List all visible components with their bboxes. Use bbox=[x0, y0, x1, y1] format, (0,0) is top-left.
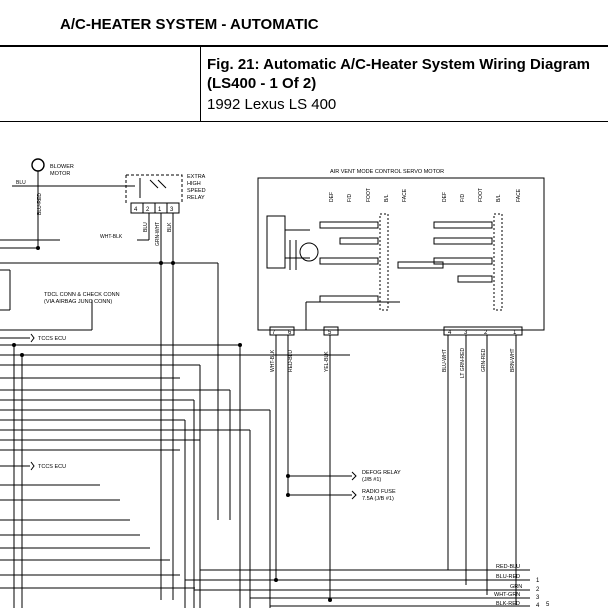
servo-right-mode-foot: FOOT bbox=[478, 188, 484, 202]
servo-left-mode-bl: B/L bbox=[384, 194, 390, 202]
relay-label-3: SPEED bbox=[187, 188, 206, 194]
blower-motor-label-2: MOTOR bbox=[50, 171, 70, 177]
vehicle-label: 1992 Lexus LS 400 bbox=[207, 96, 337, 113]
bus-wire-3-num: 3 bbox=[536, 595, 540, 601]
servo-left-mode-fd: F/D bbox=[347, 194, 353, 202]
bus-wire-4-num: 4 bbox=[536, 603, 540, 608]
air-vent-servo-motor bbox=[257, 177, 545, 331]
servo-pin-4: 4 bbox=[448, 330, 452, 336]
section-title: A/C-HEATER SYSTEM - AUTOMATIC bbox=[60, 16, 319, 33]
bus-extra-num: 5 bbox=[546, 602, 550, 608]
bus-wire-0: RED-BLU bbox=[496, 564, 520, 570]
servo-right-mode-face: FACE bbox=[516, 188, 522, 202]
servo-wire-6: RED-BLU bbox=[288, 350, 294, 372]
bus-wire-3: WHT-GRN bbox=[494, 592, 520, 598]
servo-left-mode-foot: FOOT bbox=[366, 188, 372, 202]
blower-motor-label-1: BLOWER bbox=[50, 164, 74, 170]
servo-wire-7: WHT-BLK bbox=[270, 349, 276, 372]
tdcl-label-2: (VIA AIRBAG JUNC CONN) bbox=[44, 299, 112, 305]
servo-pin-6: 6 bbox=[288, 330, 292, 336]
servo-wire-5: YEL-BLK bbox=[324, 351, 330, 372]
extra-high-speed-relay bbox=[125, 174, 183, 600]
header-rule-top bbox=[0, 45, 608, 47]
relay-side-wire: WHT-BLK bbox=[100, 234, 123, 240]
servo-title: AIR VENT MODE CONTROL SERVO MOTOR bbox=[330, 169, 444, 175]
blower-wire2-label: BLU-RED bbox=[37, 193, 43, 215]
blower-wire-label: BLU bbox=[16, 180, 26, 186]
figure-title-line1: Fig. 21: Automatic A/C-Heater System Wir… bbox=[207, 56, 590, 73]
tdcl-label-1: TDCL CONN & CHECK CONN bbox=[44, 292, 120, 298]
bus-wire-2-num: 2 bbox=[536, 587, 540, 593]
servo-left-mode-face: FACE bbox=[402, 188, 408, 202]
servo-wire-2: GRN-RED bbox=[481, 348, 487, 372]
relay-label-4: RELAY bbox=[187, 195, 205, 201]
servo-pin-5: 5 bbox=[328, 330, 332, 336]
servo-wire-1: BRN-WHT bbox=[510, 348, 516, 372]
servo-left-mode-def: DEF bbox=[329, 192, 335, 202]
defog-relay-label-2: (J/B #1) bbox=[362, 477, 381, 483]
relay-label-1: EXTRA bbox=[187, 174, 206, 180]
defog-relay-label-1: DEFOG RELAY bbox=[362, 470, 401, 476]
servo-wire-3: LT GRN-RED bbox=[460, 348, 466, 378]
servo-right-mode-bl: B/L bbox=[496, 194, 502, 202]
tdcl-connector bbox=[0, 300, 93, 331]
relay-pin-4: 4 bbox=[134, 207, 138, 213]
servo-right-mode-fd: F/D bbox=[460, 194, 466, 202]
servo-right-mode-def: DEF bbox=[442, 192, 448, 202]
tccs-ecu-label-2: TCCS ECU bbox=[38, 464, 66, 470]
bus-wire-4: BLK-RED bbox=[496, 601, 520, 607]
relay-pin-3: 3 bbox=[170, 207, 174, 213]
relay-label-2: HIGH bbox=[187, 181, 201, 187]
servo-pin-3: 3 bbox=[464, 330, 468, 336]
radio-fuse-label-1: RADIO FUSE bbox=[362, 489, 396, 495]
header-left-cell bbox=[0, 47, 201, 121]
servo-pin-2: 2 bbox=[484, 330, 488, 336]
relay-wire-3: BLK bbox=[167, 222, 173, 232]
bus-wire-2: GRN bbox=[510, 584, 522, 590]
bus-wire-1-num: 1 bbox=[536, 578, 540, 584]
relay-wire-2: GRN-WHT bbox=[155, 222, 161, 246]
relay-wire-1: BLU bbox=[143, 222, 149, 232]
figure-title-line2: (LS400 - 1 Of 2) bbox=[207, 75, 317, 92]
relay-pin-2: 2 bbox=[146, 207, 150, 213]
servo-pin-7: 7 bbox=[272, 330, 276, 336]
header-rule-bottom bbox=[0, 121, 608, 122]
blower-motor bbox=[0, 158, 135, 249]
relay-pin-1: 1 bbox=[158, 207, 162, 213]
tccs-ecu-label-1: TCCS ECU bbox=[38, 336, 66, 342]
figure-title: Fig. 21: Automatic A/C-Heater System Wir… bbox=[207, 55, 590, 93]
bus-wire-1: BLU-RED bbox=[496, 574, 520, 580]
servo-wire-4: BLU-WHT bbox=[442, 349, 448, 372]
radio-fuse-label-2: 7.5A (J/B #1) bbox=[362, 496, 394, 502]
servo-pin-1: 1 bbox=[513, 330, 517, 336]
